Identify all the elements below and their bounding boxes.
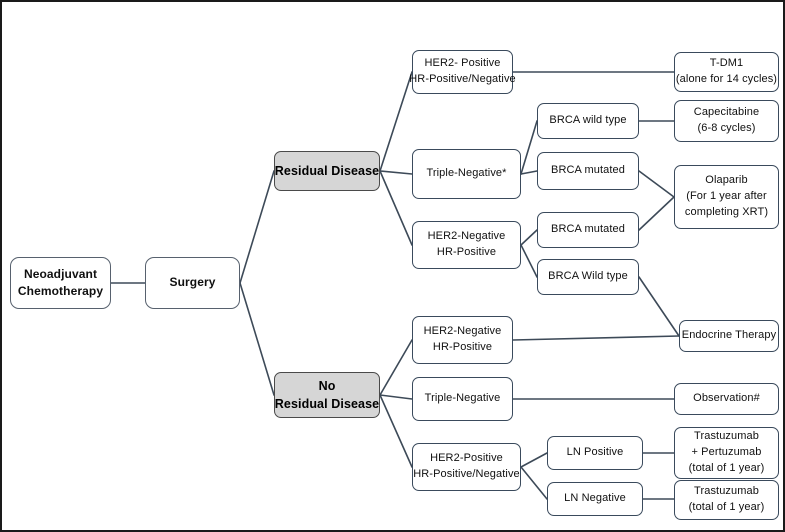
- node-line: Trastuzumab: [694, 485, 759, 498]
- node-nrd-triple-negative[interactable]: Triple-Negative: [412, 377, 513, 421]
- node-line: LN Negative: [564, 492, 626, 505]
- node-nrd-her2-negative-hr-positive[interactable]: HER2-Negative HR-Positive: [412, 316, 513, 364]
- node-line: HR-Positive: [436, 246, 497, 258]
- node-no-residual-disease[interactable]: No Residual Disease: [274, 372, 380, 418]
- node-line: T-DM1: [709, 57, 744, 70]
- node-treatment-olaparib[interactable]: Olaparib (For 1 year after completing XR…: [674, 165, 779, 229]
- node-line: Trastuzumab: [694, 430, 759, 443]
- node-line: HER2-Negative: [427, 230, 506, 243]
- node-surgery[interactable]: Surgery: [145, 257, 240, 309]
- node-treatment-capecitabine[interactable]: Capecitabine (6-8 cycles): [674, 100, 779, 142]
- node-line: (total of 1 year): [688, 501, 765, 513]
- node-ln-positive[interactable]: LN Positive: [547, 436, 643, 470]
- node-line: BRCA Wild type: [548, 270, 628, 283]
- node-nrd-her2-positive[interactable]: HER2-Positive HR-Positive/Negative: [412, 443, 521, 491]
- node-line: Olaparib: [705, 174, 748, 187]
- node-line: Observation#: [693, 392, 760, 405]
- node-line: + Pertuzumab: [691, 446, 762, 459]
- node-line: Triple-Negative*: [426, 167, 507, 180]
- node-line: Triple-Negative: [424, 392, 501, 405]
- node-line: Surgery: [169, 275, 216, 290]
- node-line: BRCA mutated: [551, 223, 625, 236]
- node-brca-mutated-triple-negative[interactable]: BRCA mutated: [537, 152, 639, 190]
- node-line: Residual Disease: [274, 163, 380, 178]
- node-treatment-trastuzumab[interactable]: Trastuzumab (total of 1 year): [674, 480, 779, 520]
- node-line: Neoadjuvant: [23, 266, 98, 281]
- node-line: HR-Positive: [432, 341, 493, 353]
- node-line: (6-8 cycles): [697, 122, 756, 134]
- node-brca-wild-type-hr-positive[interactable]: BRCA Wild type: [537, 259, 639, 295]
- node-rd-her2-positive[interactable]: HER2- Positive HR-Positive/Negative: [409, 50, 516, 94]
- node-line: completing XRT): [684, 205, 769, 218]
- node-line: HR-Positive/Negative: [413, 468, 520, 480]
- node-rd-triple-negative[interactable]: Triple-Negative*: [412, 149, 521, 199]
- node-line: No: [318, 378, 336, 393]
- node-rd-her2-negative-hr-positive[interactable]: HER2-Negative HR-Positive: [412, 221, 521, 269]
- node-line: HER2-Negative: [423, 325, 502, 338]
- node-line: BRCA mutated: [551, 164, 625, 177]
- node-line: (alone for 14 cycles): [675, 73, 778, 85]
- node-brca-mutated-hr-positive[interactable]: BRCA mutated: [537, 212, 639, 248]
- node-line: Capecitabine: [693, 106, 760, 119]
- node-line: HER2- Positive: [424, 57, 501, 70]
- node-ln-negative[interactable]: LN Negative: [547, 482, 643, 516]
- node-line: LN Positive: [566, 446, 624, 459]
- node-treatment-endocrine-therapy[interactable]: Endocrine Therapy: [679, 320, 779, 352]
- node-line: Endocrine Therapy: [681, 329, 777, 342]
- node-line: Residual Disease: [274, 397, 380, 411]
- node-line: HR-Positive/Negative: [409, 73, 516, 85]
- node-line: HER2-Positive: [430, 452, 503, 465]
- node-line: BRCA wild type: [549, 114, 627, 127]
- node-neoadjuvant-chemotherapy[interactable]: Neoadjuvant Chemotherapy: [10, 257, 111, 309]
- node-treatment-trastuzumab-pertuzumab[interactable]: Trastuzumab + Pertuzumab (total of 1 yea…: [674, 427, 779, 479]
- node-line: Chemotherapy: [17, 284, 104, 298]
- node-line: (For 1 year after: [686, 190, 767, 203]
- node-treatment-observation[interactable]: Observation#: [674, 383, 779, 415]
- node-line: (total of 1 year): [688, 461, 765, 474]
- node-residual-disease[interactable]: Residual Disease: [274, 151, 380, 191]
- node-brca-wild-type-triple-negative[interactable]: BRCA wild type: [537, 103, 639, 139]
- node-treatment-tdm1[interactable]: T-DM1 (alone for 14 cycles): [674, 52, 779, 92]
